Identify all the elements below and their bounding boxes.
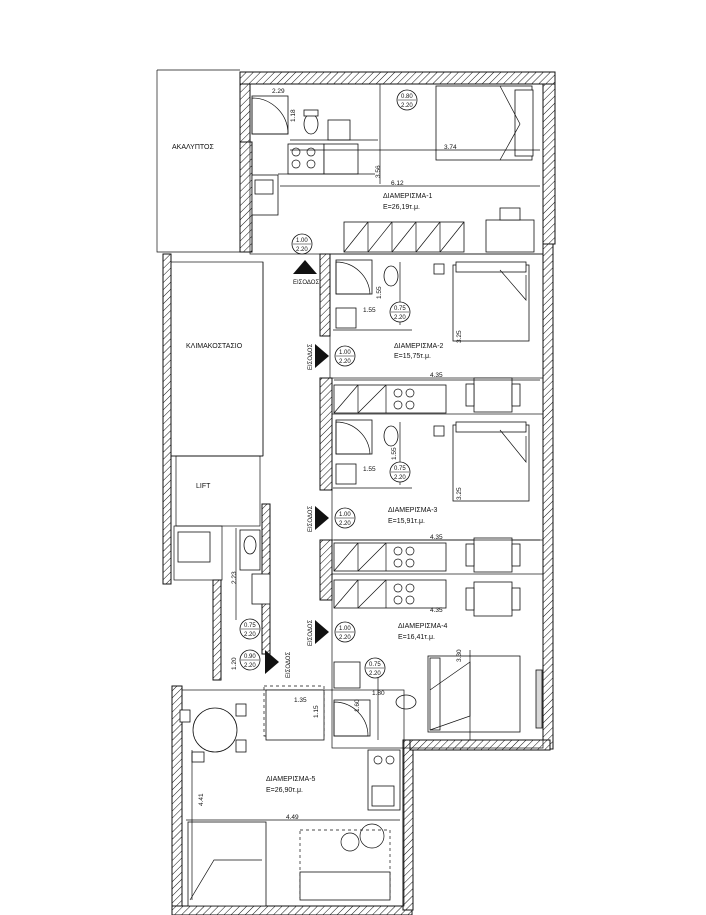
door-tag-3-height: 2.20 [394,315,406,321]
entrance-label-1: ΕΙΣΟΔΟΣ [293,280,319,286]
apartment-4-area: Ε=16,41τ.μ. [398,634,435,641]
dim-135: 1.35 [294,697,307,704]
door-tag-4-width: 1.00 [339,350,351,356]
apartment-1-area: Ε=26,19τ.μ. [383,204,420,211]
door-tag-10-width: 0.75 [369,662,381,668]
door-tag-10-height: 2.20 [369,671,381,677]
stair-core [170,261,264,527]
door-tag-6-height: 2.20 [339,521,351,527]
apartment-2-name: ΔΙΑΜΕΡΙΣΜΑ-2 [394,343,444,350]
door-tag-6-width: 1.00 [339,512,351,518]
stairs-label: ΚΛΙΜΑΚΟΣΤΑΣΙΟ [186,343,243,350]
dim-120: 1.20 [231,657,238,670]
dim-118: 1.18 [290,109,297,122]
dim-223: 2.23 [231,571,238,584]
dim-160: 1.60 [354,699,361,712]
dim-435-c: 4.35 [430,607,443,614]
door-tag-5-width: 0.75 [394,466,406,472]
dim-612: 6.12 [391,180,404,187]
door-tag-1-height: 2.20 [401,103,413,109]
dim-155-b: 1.55 [363,307,376,314]
dim-155-d: 1.55 [363,466,376,473]
door-tag-4-height: 2.20 [339,359,351,365]
door-tag-circles [239,89,418,679]
dim-435-a: 4.35 [430,372,443,379]
dim-435-b: 4.35 [430,534,443,541]
door-tag-8-height: 2.20 [244,632,256,638]
door-tag-7-height: 2.20 [339,635,351,641]
dim-155-a: 1.55 [376,286,383,299]
apartment-3 [331,413,544,573]
entrance-label-5: ΕΙΣΟΔΟΣ [286,652,292,678]
door-tag-9-width: 0.90 [244,654,256,660]
dim-374: 3.74 [444,144,457,151]
entrance-arrows [265,260,329,674]
apartment-3-area: Ε=15,91τ.μ. [388,518,425,525]
apartment-1 [249,83,544,255]
apartment-3-name: ΔΙΑΜΕΡΙΣΜΑ-3 [388,507,438,514]
door-tag-9-height: 2.20 [244,663,256,669]
apartment-1-name: ΔΙΑΜΕΡΙΣΜΑ-1 [383,193,433,200]
door-tag-1-width: 0.80 [401,94,413,100]
dim-180: 1.80 [372,690,385,697]
apartment-5-area: Ε=26,90τ.μ. [266,787,303,794]
door-tag-2-width: 1.00 [296,238,308,244]
lift-label: LIFT [196,483,211,490]
apartment-5 [179,685,405,907]
dim-229: 2.29 [272,88,285,95]
dim-441: 4.41 [198,793,205,806]
courtyard [156,69,240,253]
dim-449: 4.49 [286,814,299,821]
apartment-4 [331,573,544,749]
corridor-bath [173,525,325,741]
outer-walls [162,71,556,915]
entrance-label-4: ΕΙΣΟΔΟΣ [308,620,314,646]
door-tag-3-width: 0.75 [394,306,406,312]
door-tag-7-width: 1.00 [339,626,351,632]
door-tag-2-height: 2.20 [296,247,308,253]
entrance-label-3: ΕΙΣΟΔΟΣ [308,506,314,532]
door-tag-5-height: 2.20 [394,475,406,481]
courtyard-label: ΑΚΑΛΥΠΤΟΣ [172,144,214,151]
door-tag-8-width: 0.75 [244,623,256,629]
dim-155-c: 1.55 [391,447,398,460]
dim-356: 3.56 [375,165,382,178]
dim-325-b: 3.25 [456,487,463,500]
apartment-2-area: Ε=15,75τ.μ. [394,353,431,360]
dim-330: 3.30 [456,649,463,662]
apartment-5-name: ΔΙΑΜΕΡΙΣΜΑ-5 [266,776,316,783]
entrance-label-2: ΕΙΣΟΔΟΣ [308,344,314,370]
apartment-4-name: ΔΙΑΜΕΡΙΣΜΑ-4 [398,623,448,630]
dim-115: 1.15 [313,705,320,718]
apartment-2 [329,253,544,414]
dim-325-a: 3.25 [456,330,463,343]
